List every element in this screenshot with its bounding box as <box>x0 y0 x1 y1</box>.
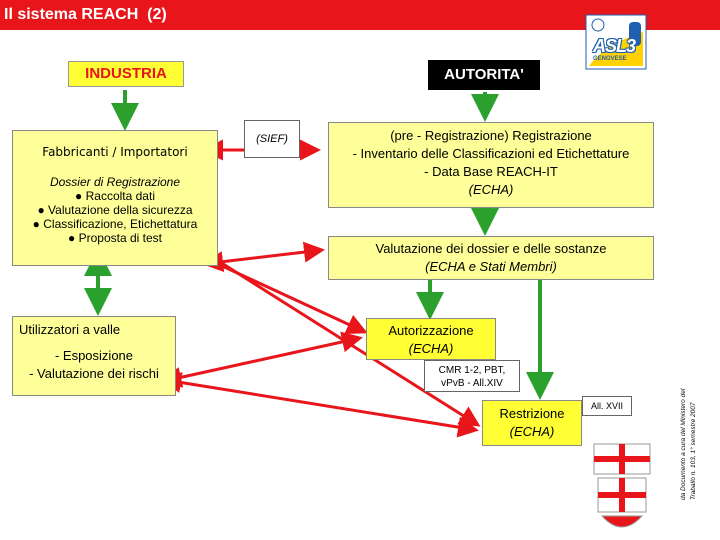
dossier-item: ● Raccolta dati <box>75 189 155 203</box>
liguria-emblem <box>593 443 651 528</box>
cmr-line2: vPvB - All.XIV <box>441 378 503 389</box>
asl3-logo: ASL3 GENOVESE <box>585 14 647 70</box>
arrow-fabbricanti-valutazione <box>202 241 325 273</box>
utilizzatori-heading: Utilizzatori a valle <box>19 322 121 337</box>
cmr-box: CMR 1-2, PBT, vPvB - All.XIV <box>424 360 520 392</box>
arrow-fabbricanti-restrizione <box>219 260 481 427</box>
fabbricanti-panel: Fabbricanti / Importatori Dossier di Reg… <box>12 130 218 266</box>
dossier-item: ● Valutazione della sicurezza <box>37 203 193 217</box>
utilizzatori-line2: - Valutazione dei rischi <box>29 366 159 381</box>
sief-box: (SIEF) <box>244 120 300 158</box>
logo-text: ASL3 <box>593 36 636 56</box>
valutazione-line2: (ECHA e Stati Membri) <box>425 259 557 274</box>
logo-graphic <box>585 14 647 70</box>
side-note: da Documento a cura del Ministero del Tr… <box>678 330 718 500</box>
restrizione-line1: Restrizione <box>499 406 565 421</box>
page-title: Il sistema REACH (2) <box>4 6 167 23</box>
dossier-item-text: Valutazione della sicurezza <box>48 203 193 217</box>
restrizione-box: Restrizione (ECHA) <box>482 400 582 446</box>
registrazione-line: (pre - Registrazione) Registrazione <box>390 128 592 143</box>
dossier-item: ● Classificazione, Etichettatura <box>32 217 198 231</box>
utilizzatori-panel: Utilizzatori a valle - Esposizione - Val… <box>12 316 176 396</box>
arrow-fabbricanti-autorizzazione <box>219 263 368 334</box>
industria-label: INDUSTRIA <box>68 61 184 87</box>
utilizzatori-line1: - Esposizione <box>54 348 134 363</box>
arrow-utilizzatori-restrizione <box>160 372 479 438</box>
autorita-label: AUTORITA' <box>428 60 540 90</box>
side-note-line1: da Documento a cura del Ministero del <box>680 388 687 500</box>
autorizzazione-box: Autorizzazione (ECHA) <box>366 318 496 360</box>
autorizzazione-line2: (ECHA) <box>408 341 454 356</box>
dossier-title: Dossier di Registrazione <box>49 175 181 189</box>
valutazione-panel: Valutazione dei dossier e delle sostanze… <box>328 236 654 280</box>
side-note-line2: Traballo n. 103, 1° semestre 2007 <box>690 402 697 500</box>
dossier-item-text: Raccolta dati <box>85 189 155 203</box>
dossier-item: ● Proposta di test <box>68 231 162 245</box>
cmr-line1: CMR 1-2, PBT, <box>438 365 506 376</box>
autorizzazione-line1: Autorizzazione <box>388 323 474 338</box>
all-xvii-box: All. XVII <box>582 396 632 416</box>
arrow-utilizzatori-autorizzazione <box>160 331 363 388</box>
restrizione-line2: (ECHA) <box>509 424 555 439</box>
registrazione-panel: (pre - Registrazione) Registrazione - In… <box>328 122 654 208</box>
registrazione-line: - Inventario delle Classificazioni ed Et… <box>352 146 630 161</box>
dossier-item-text: Proposta di test <box>78 231 162 245</box>
registrazione-line: - Data Base REACH-IT <box>424 164 558 179</box>
dossier-item-text: Classificazione, Etichettatura <box>43 217 198 231</box>
logo-subtext: GENOVESE <box>593 56 627 62</box>
fabbricanti-heading: Fabbricanti / Importatori <box>42 145 188 159</box>
registrazione-line: (ECHA) <box>468 182 514 197</box>
valutazione-line1: Valutazione dei dossier e delle sostanze <box>375 241 607 256</box>
